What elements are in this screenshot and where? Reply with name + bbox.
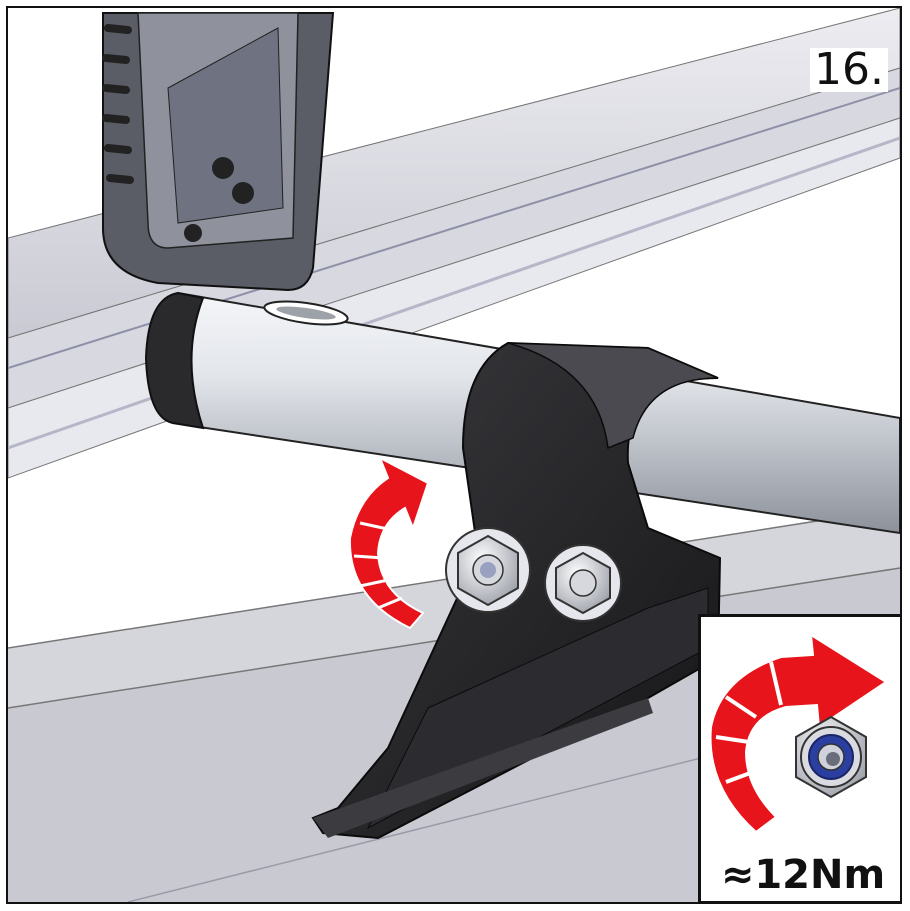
clamp-nut-right <box>544 544 622 622</box>
step-number: 16. <box>810 48 888 92</box>
torque-arrow-icon <box>709 633 888 834</box>
torque-inset: ≈12Nm <box>698 614 900 902</box>
clamp-nut-left <box>445 527 531 613</box>
figure-frame: 16. ≈12Nm <box>6 6 902 904</box>
torque-value-label: ≈12Nm <box>720 852 886 898</box>
lock-nut-icon <box>795 715 867 799</box>
torque-illustration <box>709 633 888 834</box>
assembly-illustration <box>8 8 900 902</box>
ladder-stop <box>102 12 335 292</box>
rotation-arrow-icon <box>348 455 430 630</box>
